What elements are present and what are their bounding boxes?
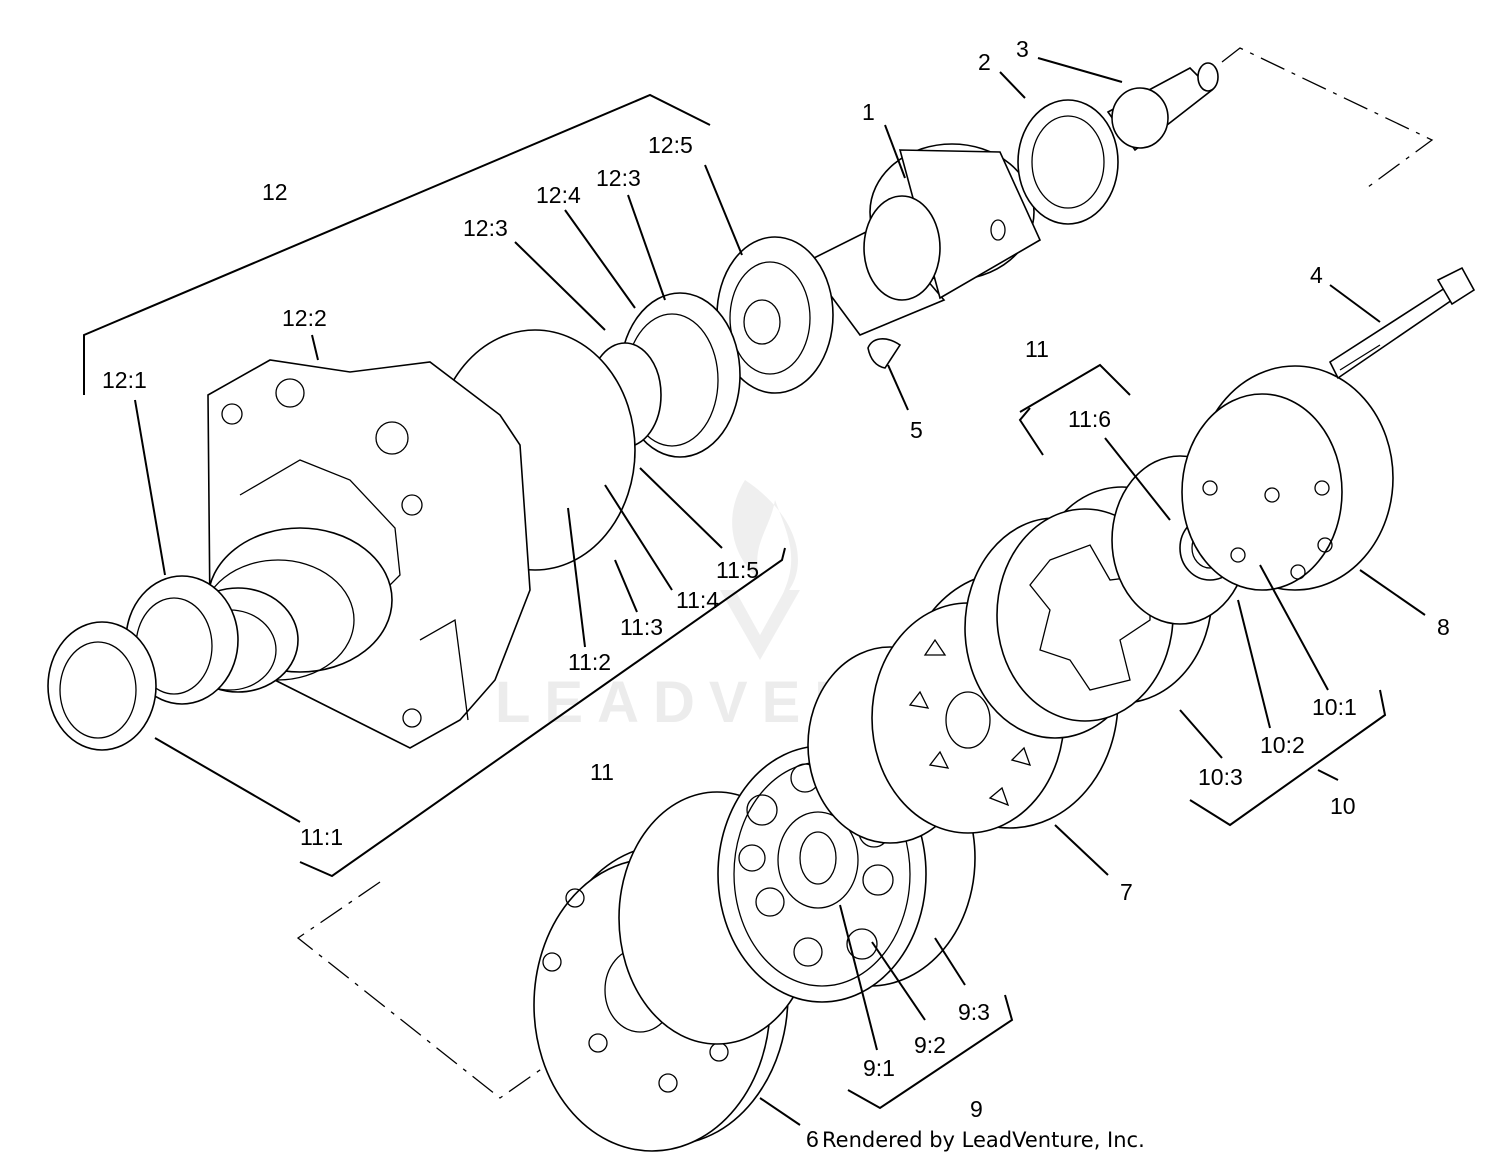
callout-11-5: 11:5 bbox=[716, 557, 759, 583]
callout-9-1: 9:1 bbox=[863, 1055, 895, 1081]
callout-10: 10 bbox=[1330, 793, 1356, 819]
key-part-5 bbox=[867, 338, 902, 369]
callout-7: 7 bbox=[1120, 879, 1133, 905]
callout-4: 4 bbox=[1310, 262, 1323, 288]
callout-labels: 1 2 3 4 5 6 7 8 9 9:1 9:2 9:3 10 10:1 10… bbox=[102, 36, 1450, 1152]
callout-6: 6 bbox=[806, 1126, 819, 1152]
callout-2: 2 bbox=[978, 49, 991, 75]
callout-5: 5 bbox=[910, 417, 923, 443]
bolt-part-4 bbox=[1328, 266, 1476, 380]
bearing-part-12-5 bbox=[716, 236, 834, 394]
callout-8: 8 bbox=[1437, 614, 1450, 640]
callout-12-3-b: 12:3 bbox=[596, 165, 641, 191]
callout-11-6: 11:6 bbox=[1068, 406, 1111, 432]
drive-shaft-part-1 bbox=[804, 143, 1042, 336]
thrust-washer-part-2 bbox=[1017, 99, 1119, 225]
callout-11-2: 11:2 bbox=[568, 649, 611, 675]
callout-11-top: 11 bbox=[1025, 336, 1049, 362]
callout-12-2: 12:2 bbox=[282, 305, 327, 331]
render-credit: Rendered by LeadVenture, Inc. bbox=[822, 1128, 1145, 1152]
callout-11-3: 11:3 bbox=[620, 614, 663, 640]
callout-11-1: 11:1 bbox=[300, 824, 343, 850]
callout-11-bottom: 11 bbox=[590, 759, 614, 785]
callout-3: 3 bbox=[1016, 36, 1029, 62]
housing-cap-part-8 bbox=[1181, 365, 1394, 591]
callout-9-2: 9:2 bbox=[914, 1032, 946, 1058]
leader-lines bbox=[134, 57, 1426, 1126]
callout-12-1: 12:1 bbox=[102, 367, 147, 393]
callout-1: 1 bbox=[862, 99, 875, 125]
callout-10-3: 10:3 bbox=[1198, 764, 1243, 790]
callout-12-5: 12:5 bbox=[648, 132, 693, 158]
callout-9-3: 9:3 bbox=[958, 999, 990, 1025]
callout-10-1: 10:1 bbox=[1312, 694, 1357, 720]
group-brackets bbox=[83, 93, 1387, 1110]
callout-12-4: 12:4 bbox=[536, 182, 581, 208]
callout-12: 12 bbox=[262, 179, 288, 205]
shaft-seal-part-11-1 bbox=[47, 621, 157, 751]
center-axis-lines bbox=[296, 47, 1434, 1099]
housing-part-12 bbox=[177, 359, 531, 749]
callout-9: 9 bbox=[970, 1096, 983, 1122]
drive-gear-part-3 bbox=[1106, 62, 1219, 152]
callout-10-2: 10:2 bbox=[1260, 732, 1305, 758]
drive-plate-part-10 bbox=[964, 455, 1249, 739]
callout-12-3-a: 12:3 bbox=[463, 215, 508, 241]
callout-11-4: 11:4 bbox=[676, 587, 719, 613]
